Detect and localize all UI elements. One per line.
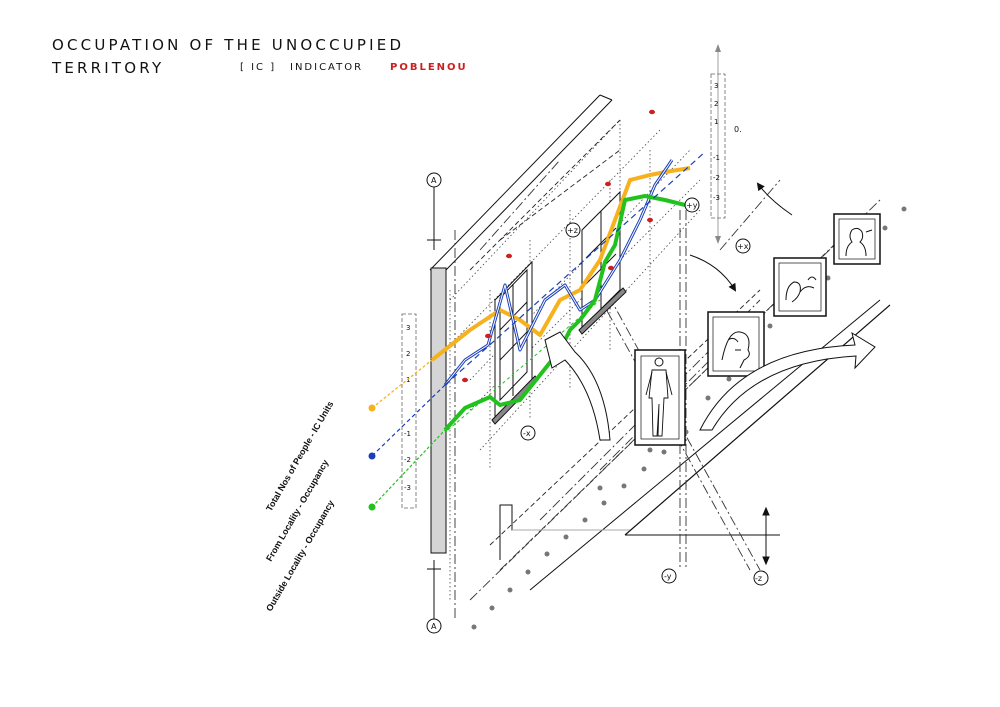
svg-text:-z: -z [755, 574, 762, 583]
series-from-locality-line-inner [444, 159, 673, 386]
left-tick: 3 [406, 324, 410, 332]
axis-minus-y: -y [661, 568, 677, 584]
curved-arrow-icon [544, 331, 876, 441]
floor-step [499, 504, 630, 560]
svg-text:+x: +x [737, 242, 749, 251]
ic-tag: [ IC ] [240, 62, 277, 73]
legend-dot-total [368, 404, 376, 412]
right-tick: -1 [713, 154, 720, 162]
legend-dot-outside-locality [368, 503, 376, 511]
indicator-label: INDICATOR [290, 62, 364, 73]
place-label: POBLENOU [390, 62, 468, 73]
axis-plus-x: +x [735, 238, 751, 254]
axis-minus-z: -z [753, 570, 769, 586]
title-line-2: TERRITORY [52, 59, 165, 77]
right-tick: -3 [713, 194, 720, 202]
curved-arrow-icon [689, 254, 737, 292]
section-marker-top: A [426, 172, 442, 250]
portrait-icon [773, 257, 827, 317]
left-tick: -1 [404, 430, 411, 438]
left-tick: -2 [404, 456, 411, 464]
section-marker-bottom: A [426, 560, 442, 634]
right-tick: -2 [713, 174, 720, 182]
figure-icon [634, 349, 686, 446]
svg-text:-x: -x [523, 429, 531, 438]
grey-dots [471, 206, 907, 630]
right-tick: 2 [714, 100, 718, 108]
svg-text:+z: +z [567, 226, 578, 235]
right-tick: 1 [714, 118, 718, 126]
series-outside-locality-line [443, 194, 686, 432]
axis-plus-y: +y [684, 197, 700, 213]
left-scale-ticks: 3 2 1 -1 -2 -3 [404, 324, 411, 492]
svg-text:+y: +y [686, 201, 698, 210]
portrait-icon [707, 311, 765, 377]
left-tick: 1 [406, 376, 410, 384]
curved-arrow-icon [756, 182, 793, 216]
series-total-line [430, 166, 691, 362]
dashed-guides [469, 119, 761, 546]
title-line-1: OCCUPATION OF THE UNOCCUPIED [52, 36, 405, 54]
svg-text:A: A [431, 622, 437, 631]
svg-text:-y: -y [664, 572, 672, 581]
left-scale-frame [401, 313, 417, 509]
legend-dot-from-locality [368, 452, 376, 460]
axis-minus-x: -x [520, 425, 536, 441]
portrait-icon [833, 213, 881, 265]
left-panel [430, 267, 447, 554]
vertical-arrow-icon [762, 506, 770, 566]
axis-plus-z: +z [565, 222, 581, 238]
left-tick: -3 [404, 484, 411, 492]
red-markers [462, 109, 655, 383]
left-tick: 2 [406, 350, 410, 358]
right-tick: 3 [714, 82, 718, 90]
right-scale-ticks: 3 2 1 -1 -2 -3 [713, 82, 720, 202]
svg-text:A: A [431, 176, 437, 185]
wall-lines [429, 94, 891, 591]
zero-label: 0. [734, 125, 742, 134]
